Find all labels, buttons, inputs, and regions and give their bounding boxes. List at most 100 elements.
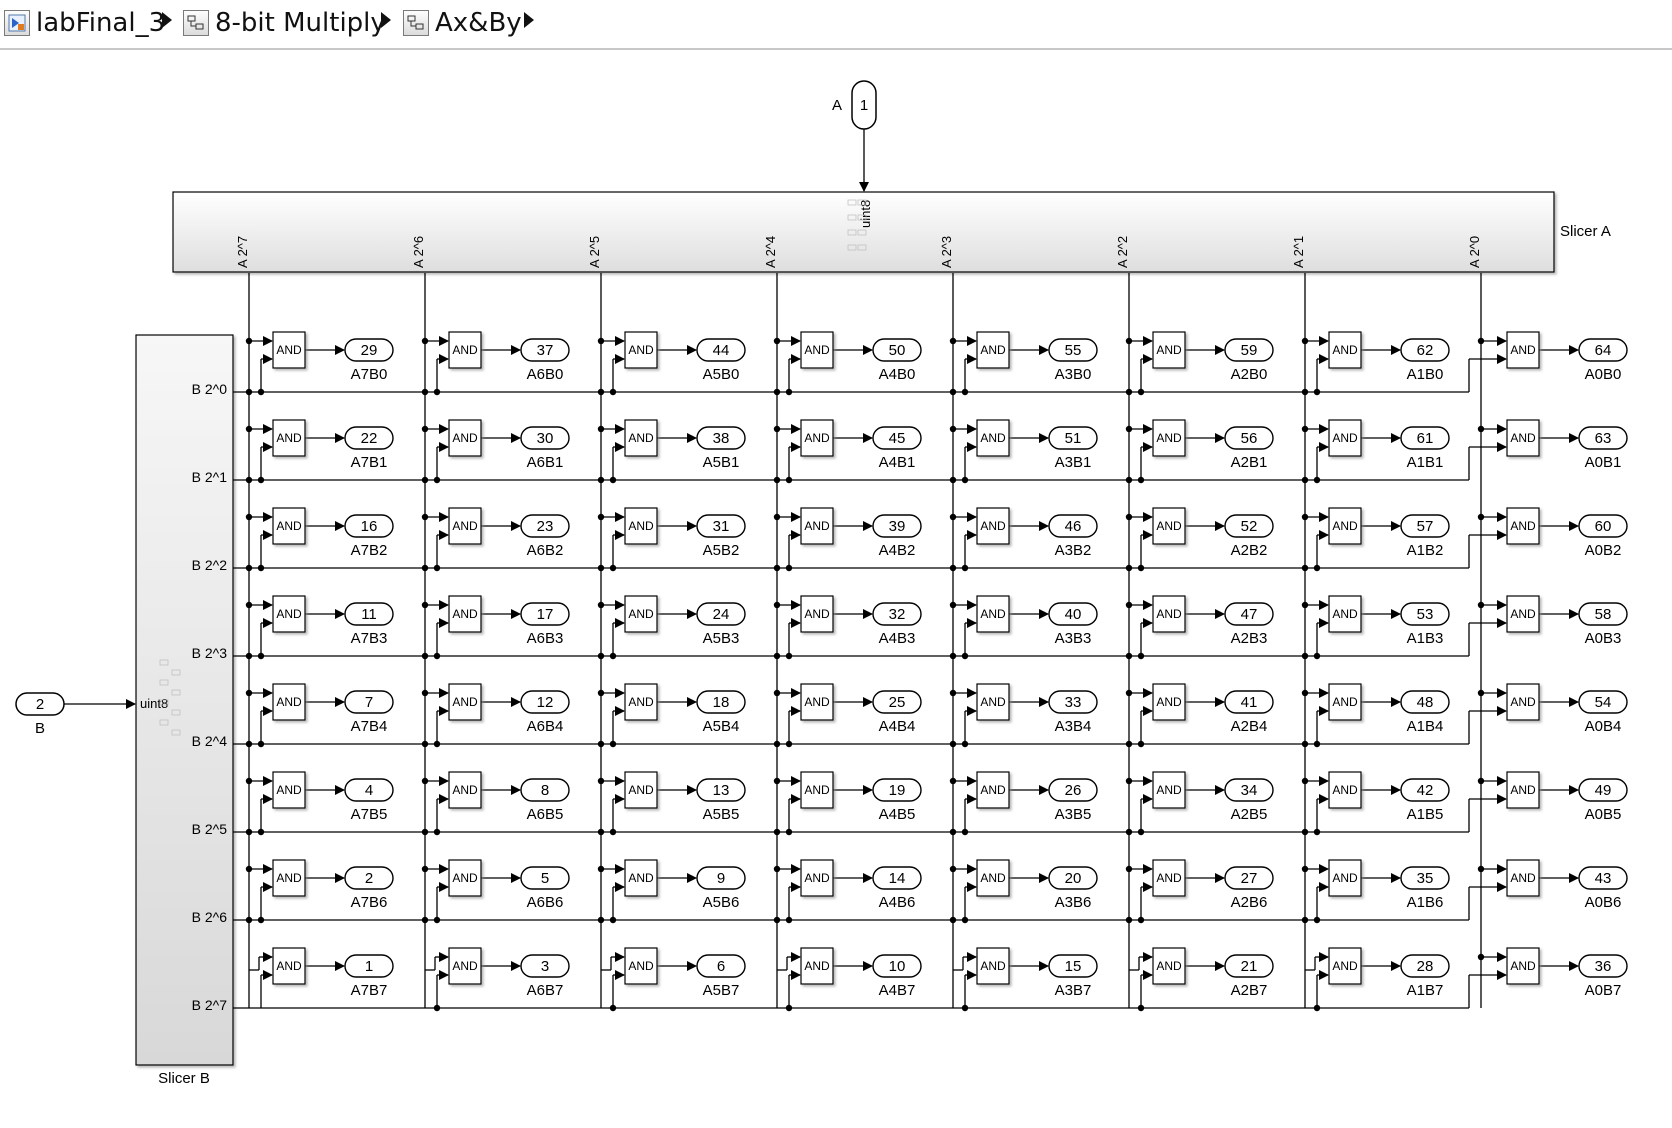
and-gate[interactable]: AND bbox=[976, 331, 1010, 369]
and-gate[interactable]: AND bbox=[976, 947, 1010, 985]
and-gate[interactable]: AND bbox=[800, 507, 834, 545]
and-gate[interactable]: AND bbox=[800, 331, 834, 369]
and-gate[interactable]: AND bbox=[1506, 419, 1540, 457]
and-gate[interactable]: AND bbox=[976, 771, 1010, 809]
breadcrumb-item-model[interactable]: labFinal_3 bbox=[4, 8, 165, 38]
and-gate[interactable]: AND bbox=[1152, 683, 1186, 721]
and-gate[interactable]: AND bbox=[800, 771, 834, 809]
breadcrumb-item-8bit-multiply[interactable]: 8-bit Multiply bbox=[183, 8, 386, 38]
and-gate[interactable]: AND bbox=[1152, 507, 1186, 545]
and-gate[interactable]: AND bbox=[1506, 683, 1540, 721]
and-gate[interactable]: AND bbox=[1328, 595, 1362, 633]
and-gate[interactable]: AND bbox=[1328, 947, 1362, 985]
and-gate[interactable]: AND bbox=[448, 771, 482, 809]
and-gate[interactable]: AND bbox=[624, 331, 658, 369]
and-gate[interactable]: AND bbox=[272, 683, 306, 721]
and-gate[interactable]: AND bbox=[624, 771, 658, 809]
and-gate[interactable]: AND bbox=[272, 595, 306, 633]
and-gate[interactable]: AND bbox=[1152, 771, 1186, 809]
and-gate[interactable]: AND bbox=[624, 595, 658, 633]
and-gate[interactable]: AND bbox=[976, 419, 1010, 457]
and-gate[interactable]: AND bbox=[448, 595, 482, 633]
and-gate[interactable]: AND bbox=[272, 771, 306, 809]
and-gate[interactable]: AND bbox=[1152, 859, 1186, 897]
and-gate[interactable]: AND bbox=[448, 331, 482, 369]
and-gate[interactable]: AND bbox=[800, 859, 834, 897]
and-gate[interactable]: AND bbox=[976, 683, 1010, 721]
breadcrumb-item-axby[interactable]: Ax&By bbox=[403, 8, 522, 38]
and-gate[interactable]: AND bbox=[1152, 331, 1186, 369]
and-gate[interactable]: AND bbox=[800, 419, 834, 457]
and-gate[interactable]: AND bbox=[272, 419, 306, 457]
and-gate[interactable]: AND bbox=[976, 595, 1010, 633]
and-gate[interactable]: AND bbox=[624, 683, 658, 721]
and-gate[interactable]: AND bbox=[272, 507, 306, 545]
and-gate[interactable]: AND bbox=[272, 331, 306, 369]
and-gate[interactable]: AND bbox=[800, 683, 834, 721]
and-gate[interactable]: AND bbox=[1328, 419, 1362, 457]
and-gate[interactable]: AND bbox=[1328, 331, 1362, 369]
and-gate[interactable]: AND bbox=[1506, 771, 1540, 809]
and-gate[interactable]: AND bbox=[1328, 771, 1362, 809]
and-gate[interactable]: AND bbox=[624, 419, 658, 457]
and-gate[interactable]: AND bbox=[272, 947, 306, 985]
and-gate[interactable]: AND bbox=[1152, 419, 1186, 457]
and-gate[interactable]: AND bbox=[448, 683, 482, 721]
and-gate[interactable]: AND bbox=[1328, 683, 1362, 721]
and-gate[interactable]: AND bbox=[272, 859, 306, 897]
inport-b[interactable]: 2 B bbox=[15, 692, 65, 737]
and-gate[interactable]: AND bbox=[800, 595, 834, 633]
and-gate[interactable]: AND bbox=[448, 419, 482, 457]
and-gate[interactable]: AND bbox=[1328, 507, 1362, 545]
inport-a[interactable]: 1 A bbox=[832, 80, 877, 130]
and-gate[interactable]: AND bbox=[624, 507, 658, 545]
